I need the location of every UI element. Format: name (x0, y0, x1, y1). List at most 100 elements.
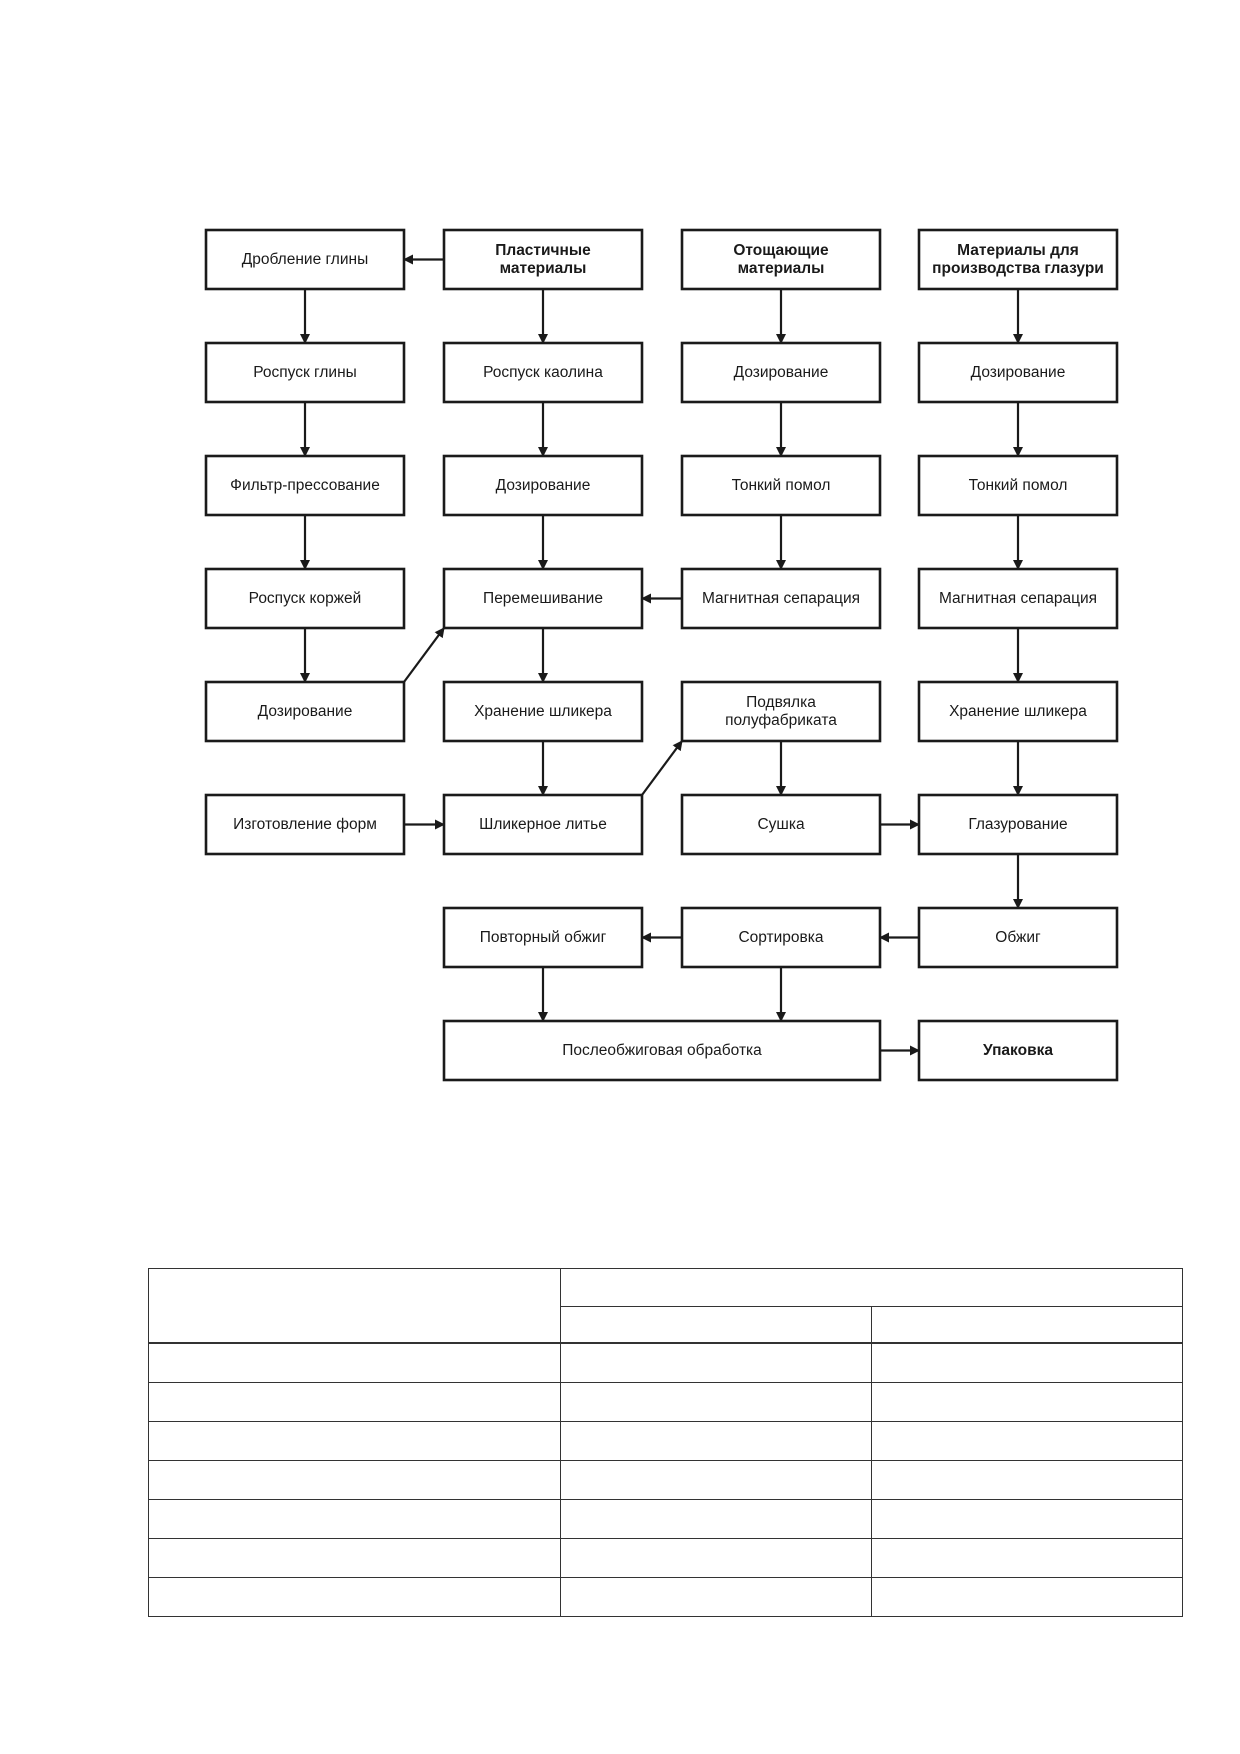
table-cell (148, 1460, 561, 1500)
table-row (148, 1382, 1183, 1422)
table-cell (871, 1382, 1183, 1422)
node-box (680, 228, 882, 291)
node-obzhig: Обжиг (917, 906, 1119, 969)
node-posleobzhigovaya: Послеобжиговая обработка (442, 1019, 882, 1082)
table-header-cell (871, 1306, 1183, 1344)
node-droblenie-gliny: Дробление глины (204, 228, 406, 291)
node-box (442, 341, 644, 404)
node-box (680, 680, 882, 743)
node-rospusk-kaolina: Роспуск каолина (442, 341, 644, 404)
table-cell (560, 1499, 872, 1539)
node-dozirovanie-c4: Дозирование (917, 341, 1119, 404)
node-glazurovanie: Глазурование (917, 793, 1119, 856)
arrows-layer (300, 254, 1023, 1056)
arrow-dozirovanie-c1-to-peremeshivanie (403, 627, 445, 683)
node-label: Шликерное литье (479, 816, 607, 833)
node-rospusk-korzhey: Роспуск коржей (204, 567, 406, 630)
node-box (680, 906, 882, 969)
node-box (204, 567, 406, 630)
node-label: Роспуск глины (253, 364, 357, 381)
table-header-row (148, 1268, 1183, 1344)
node-label: Подвялка (746, 694, 816, 711)
table-header-cell (148, 1268, 561, 1344)
node-label: Глазурование (968, 816, 1067, 833)
node-box (917, 793, 1119, 856)
node-box (917, 454, 1119, 517)
node-box (442, 793, 644, 856)
node-box (680, 341, 882, 404)
table-row (148, 1342, 1183, 1383)
node-tonkiy-pomol-c4: Тонкий помол (917, 454, 1119, 517)
node-label: Магнитная сепарация (702, 590, 860, 607)
table-row (148, 1499, 1183, 1539)
node-box (442, 567, 644, 630)
node-magn-sep-c4: Магнитная сепарация (917, 567, 1119, 630)
node-label: материалы (738, 260, 825, 277)
node-box (204, 680, 406, 743)
node-label: Тонкий помол (969, 477, 1068, 494)
node-label: Послеобжиговая обработка (562, 1042, 762, 1059)
table-cell (148, 1382, 561, 1422)
blank-table (148, 1268, 1183, 1617)
table-cell (871, 1538, 1183, 1578)
table-row (148, 1538, 1183, 1578)
node-box (917, 341, 1119, 404)
table-row (148, 1460, 1183, 1500)
table-cell (560, 1577, 872, 1617)
table-header-cell (560, 1306, 872, 1344)
node-box (680, 454, 882, 517)
node-khranenie-c4: Хранение шликера (917, 680, 1119, 743)
node-label: полуфабриката (725, 712, 837, 729)
table-header-cell (560, 1268, 1183, 1307)
node-box (442, 680, 644, 743)
node-box (442, 1019, 882, 1082)
node-dozirovanie-c1: Дозирование (204, 680, 406, 743)
node-label: производства глазури (932, 260, 1104, 277)
node-magn-sep-c3: Магнитная сепарация (680, 567, 882, 630)
table-cell (560, 1538, 872, 1578)
node-label: материалы (500, 260, 587, 277)
node-label: Дозирование (258, 703, 353, 720)
node-label: Роспуск коржей (249, 590, 362, 607)
node-box (917, 228, 1119, 291)
node-label: Сушка (757, 816, 805, 833)
node-filtr-pressovanie: Фильтр-прессование (204, 454, 406, 517)
node-box (917, 680, 1119, 743)
node-label: Тонкий помол (732, 477, 831, 494)
node-shlikernoe-lite: Шликерное литье (442, 793, 644, 856)
node-box (680, 793, 882, 856)
node-label: Дозирование (971, 364, 1066, 381)
node-label: Дозирование (734, 364, 829, 381)
node-sushka: Сушка (680, 793, 882, 856)
node-label: Хранение шликера (949, 703, 1087, 720)
table-cell (148, 1577, 561, 1617)
table-row (148, 1577, 1183, 1617)
node-box (917, 906, 1119, 969)
node-label: Сортировка (738, 929, 823, 946)
node-label: Упаковка (983, 1042, 1053, 1059)
table-cell (871, 1342, 1183, 1383)
node-povtornyy-obzhig: Повторный обжиг (442, 906, 644, 969)
node-label: Материалы для (957, 242, 1079, 259)
node-izgotovlenie-form: Изготовление форм (204, 793, 406, 856)
table-cell (148, 1342, 561, 1383)
node-box (204, 228, 406, 291)
table-cell (148, 1421, 561, 1461)
table-cell (560, 1460, 872, 1500)
node-box (204, 793, 406, 856)
arrow-shlikernoe-lite-to-podvyalka (641, 740, 683, 796)
node-box (442, 454, 644, 517)
table-cell (560, 1382, 872, 1422)
node-box (917, 1019, 1119, 1082)
node-label: Фильтр-прессование (230, 477, 380, 494)
node-tonkiy-pomol-c3: Тонкий помол (680, 454, 882, 517)
node-khranenie-c2: Хранение шликера (442, 680, 644, 743)
node-box (442, 906, 644, 969)
node-label: Отощающие (733, 242, 829, 259)
node-label: Роспуск каолина (483, 364, 603, 381)
